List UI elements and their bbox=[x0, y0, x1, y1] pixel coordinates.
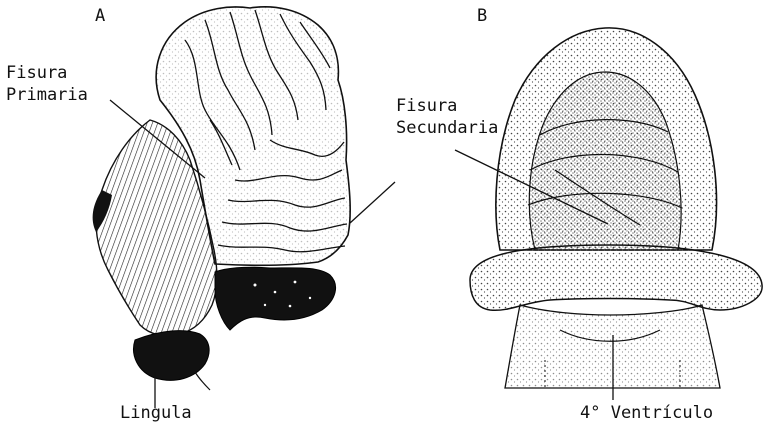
lingula-label: Lingula bbox=[120, 402, 192, 424]
fisura-secundaria-label: Fisura Secundaria bbox=[396, 95, 498, 139]
cuarto-ventriculo-label: 4° Ventrículo bbox=[580, 402, 713, 424]
ventricle-band bbox=[470, 245, 762, 310]
fisura-secundaria-line2: Secundaria bbox=[396, 117, 498, 139]
panel-a-drawing bbox=[93, 7, 351, 390]
fisura-primaria-line1: Fisura bbox=[6, 62, 88, 84]
leader-fisura-secundaria-a bbox=[350, 182, 395, 223]
fisura-secundaria-line1: Fisura bbox=[396, 95, 498, 117]
posterior-lobe-dark bbox=[215, 267, 336, 330]
panel-a-label: A bbox=[95, 6, 105, 26]
lingula-mass bbox=[134, 331, 210, 381]
panel-b-label: B bbox=[477, 6, 487, 26]
panel-b-drawing bbox=[470, 28, 762, 388]
fisura-primaria-label: Fisura Primaria bbox=[6, 62, 88, 106]
fisura-primaria-line2: Primaria bbox=[6, 84, 88, 106]
